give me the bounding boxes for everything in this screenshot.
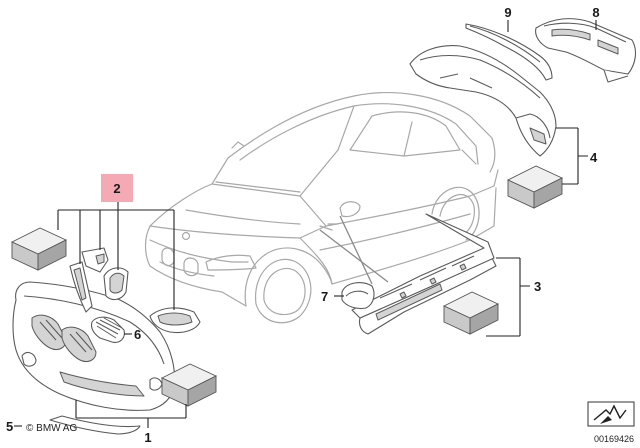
part-5-lower-trim xyxy=(49,415,141,435)
part-6-kidney-grille xyxy=(90,316,125,343)
callout-8: 8 xyxy=(592,5,599,20)
part-2-trim-pieces xyxy=(69,247,201,334)
callout-5: 5 xyxy=(6,419,13,434)
box-part-1 xyxy=(160,363,218,407)
callout-2: 2 xyxy=(113,181,120,196)
box-part-2 xyxy=(10,227,68,271)
leader-lines xyxy=(14,20,597,428)
callout-3: 3 xyxy=(534,279,541,294)
callout-4: 4 xyxy=(590,150,598,165)
part-8-rear-diffuser xyxy=(535,18,637,83)
doc-number: 00169426 xyxy=(594,434,634,444)
box-part-3 xyxy=(442,291,500,335)
callout-6: 6 xyxy=(134,327,141,342)
part-9-rear-spoiler xyxy=(465,23,553,81)
car-outline xyxy=(144,92,499,324)
part-7-mirror-cap xyxy=(341,282,375,310)
callout-1: 1 xyxy=(144,430,151,445)
callout-7: 7 xyxy=(321,289,328,304)
callout-9: 9 xyxy=(504,5,511,20)
box-part-4 xyxy=(506,165,564,209)
callout-2-highlight xyxy=(101,174,133,202)
copyright-text: © BMW AG xyxy=(26,423,77,434)
part-1-front-bumper xyxy=(12,281,176,411)
document-icon xyxy=(587,401,635,427)
part-4-rear-bumper xyxy=(409,45,557,157)
